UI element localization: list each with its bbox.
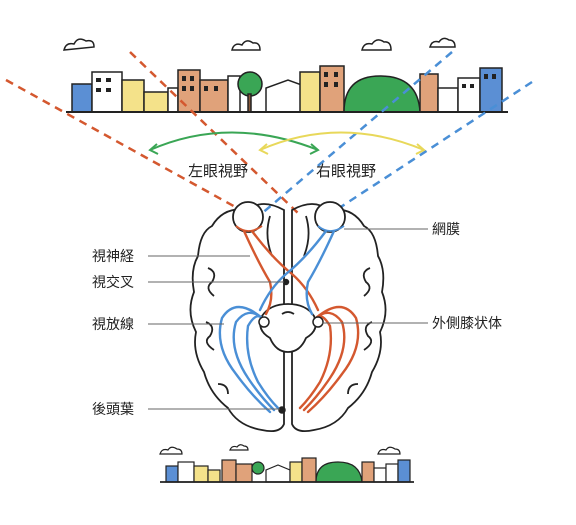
- left-eye-nasal-fiber: [250, 229, 320, 312]
- lgn-left-marker: [258, 316, 270, 328]
- left-eye: [232, 201, 264, 233]
- chiasm-marker: [282, 278, 290, 286]
- left-eye-sightline-outer: [5, 78, 249, 216]
- sight-lines: [5, 51, 533, 216]
- leader-lines: [148, 228, 428, 410]
- left-field-label: 左眼視野: [188, 162, 248, 180]
- retina-label: 網膜: [432, 222, 460, 238]
- left-eye-temporal-fiber: [242, 229, 273, 316]
- top-skyline: [63, 37, 508, 113]
- left-arrowhead-icon: [258, 143, 269, 155]
- right-field-arc: [259, 131, 425, 151]
- right-field-label: 右眼視野: [316, 162, 376, 180]
- left-arrowhead-icon: [148, 143, 159, 155]
- lgn-label: 外側膝状体: [432, 316, 502, 332]
- left-field-arc: [149, 131, 319, 151]
- right-arrowhead-icon: [309, 143, 320, 155]
- cloud-icon: [63, 37, 456, 51]
- right-optic-radiation: [306, 305, 360, 414]
- optic-radiation-label: 視放線: [92, 317, 134, 333]
- occipital-lobe-label: 後頭葉: [92, 402, 134, 418]
- optic-chiasm-label: 視交叉: [92, 274, 134, 291]
- optic-pathways: [218, 229, 360, 414]
- right-eye-nasal-fiber: [258, 229, 328, 312]
- occipital-marker: [278, 406, 286, 414]
- cloud-icon: [159, 444, 401, 455]
- bottom-skyline: [159, 444, 414, 483]
- optic-nerve-label: 視神経: [92, 249, 134, 265]
- lgn-right-marker: [312, 316, 324, 328]
- midbrain: [259, 303, 317, 353]
- right-arrowhead-icon: [415, 143, 426, 155]
- right-eye-temporal-fiber: [305, 229, 336, 316]
- right-eye: [314, 201, 346, 233]
- right-eye-sightline-outer: [329, 80, 533, 216]
- visual-field-arcs: [148, 131, 426, 155]
- eyes: [232, 201, 346, 233]
- left-optic-radiation: [218, 305, 272, 414]
- left-hemisphere: [189, 203, 285, 433]
- right-hemisphere: [291, 203, 387, 433]
